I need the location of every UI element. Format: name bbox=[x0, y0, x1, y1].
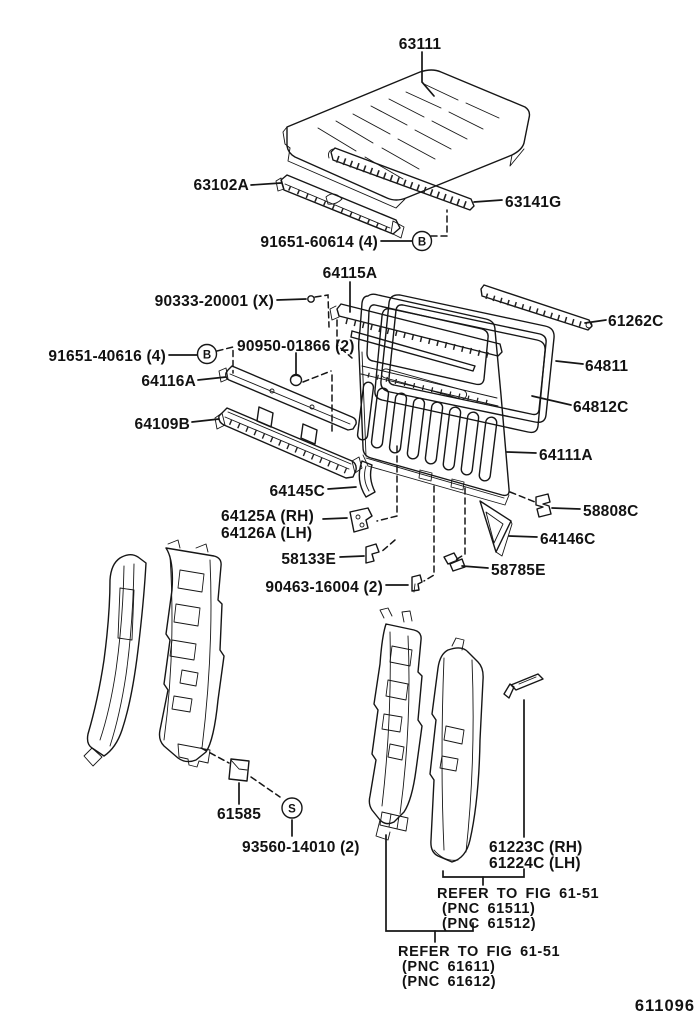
circled-s: S bbox=[281, 797, 303, 819]
clip-90463-drawing bbox=[411, 574, 423, 593]
label-93560-14010: 93560-14010 (2) bbox=[242, 839, 360, 856]
upper-crossbar-drawing bbox=[218, 365, 357, 431]
refer-upper-line3: (PNC 61512) bbox=[442, 916, 536, 932]
refer-upper-line1: REFER TO FIG 61-51 bbox=[437, 886, 599, 902]
back-panel-drawing bbox=[356, 293, 510, 506]
label-63102a: 63102A bbox=[194, 177, 250, 194]
label-64812c: 64812C bbox=[573, 399, 629, 416]
label-91651-40616: 91651-40616 (4) bbox=[48, 348, 166, 365]
bracket-64145c-drawing bbox=[358, 460, 376, 498]
molding-strip-61223c-drawing bbox=[503, 673, 544, 699]
right-pillar-outer-drawing bbox=[429, 637, 484, 863]
label-91651-60614: 91651-60614 (4) bbox=[260, 234, 378, 251]
refer-lower-line2: (PNC 61611) bbox=[402, 959, 495, 975]
left-pillar-outer-drawing bbox=[158, 539, 225, 768]
back-window-frame-drawing bbox=[374, 294, 555, 434]
left-pillar-inner-drawing bbox=[83, 554, 147, 767]
bracket-64146c-drawing bbox=[479, 500, 513, 557]
pad-61585-drawing bbox=[228, 758, 250, 782]
roof-rail-drawing bbox=[328, 147, 475, 211]
refer-upper-line2: (PNC 61511) bbox=[442, 901, 535, 917]
refer-note-lower: REFER TO FIG 61-51 (PNC 61611) (PNC 6161… bbox=[398, 944, 560, 990]
label-64116a: 64116A bbox=[141, 373, 196, 390]
circled-b-roof-letter: B bbox=[418, 236, 426, 248]
label-90950-01866: 90950-01866 (2) bbox=[237, 338, 355, 355]
label-64145c: 64145C bbox=[270, 483, 326, 500]
bracket-64125a-drawing bbox=[349, 507, 373, 533]
label-64126a: 64126A (LH) bbox=[221, 525, 312, 542]
leader-lines bbox=[168, 51, 607, 943]
label-61223c: 61223C (RH) bbox=[489, 839, 583, 856]
label-64146c: 64146C bbox=[540, 531, 596, 548]
label-64115a: 64115A bbox=[323, 265, 378, 282]
refer-note-upper: REFER TO FIG 61-51 (PNC 61511) (PNC 6151… bbox=[437, 886, 599, 932]
grommet-90333-icon bbox=[307, 295, 315, 303]
label-63141g: 63141G bbox=[505, 194, 561, 211]
label-58133e: 58133E bbox=[281, 551, 336, 568]
clip-58808c-drawing bbox=[535, 493, 552, 518]
label-64811: 64811 bbox=[585, 358, 628, 375]
callout-labels: 63111 63102A 63141G 91651-60614 (4) 6411… bbox=[48, 36, 663, 872]
label-90463-16004: 90463-16004 (2) bbox=[265, 579, 383, 596]
label-64111a: 64111A bbox=[539, 447, 593, 464]
assembly-dashed-lines bbox=[200, 209, 536, 798]
circled-b-back-letter: B bbox=[203, 349, 211, 361]
right-pillar-inner-drawing bbox=[368, 607, 423, 841]
roof-panel-drawing bbox=[282, 69, 531, 209]
label-61224c: 61224C (LH) bbox=[489, 855, 581, 872]
figure-code: 611096 bbox=[635, 997, 695, 1015]
refer-lower-line1: REFER TO FIG 61-51 bbox=[398, 944, 560, 960]
circled-b-back: B bbox=[196, 343, 218, 365]
roof-reinforcement-drawing bbox=[275, 174, 405, 239]
label-63111: 63111 bbox=[399, 36, 442, 53]
label-58785e: 58785E bbox=[491, 562, 546, 579]
clip-58133e-drawing bbox=[365, 543, 380, 564]
label-61262c: 61262C bbox=[608, 313, 664, 330]
refer-lower-line3: (PNC 61612) bbox=[402, 974, 496, 990]
label-64125a: 64125A (RH) bbox=[221, 508, 314, 525]
label-64109b: 64109B bbox=[135, 416, 191, 433]
circled-s-letter: S bbox=[288, 804, 296, 816]
label-90333-20001: 90333-20001 (X) bbox=[155, 293, 274, 310]
label-58808c: 58808C bbox=[583, 503, 639, 520]
label-61585: 61585 bbox=[217, 806, 261, 823]
upper-back-panel-drawing bbox=[329, 303, 503, 372]
